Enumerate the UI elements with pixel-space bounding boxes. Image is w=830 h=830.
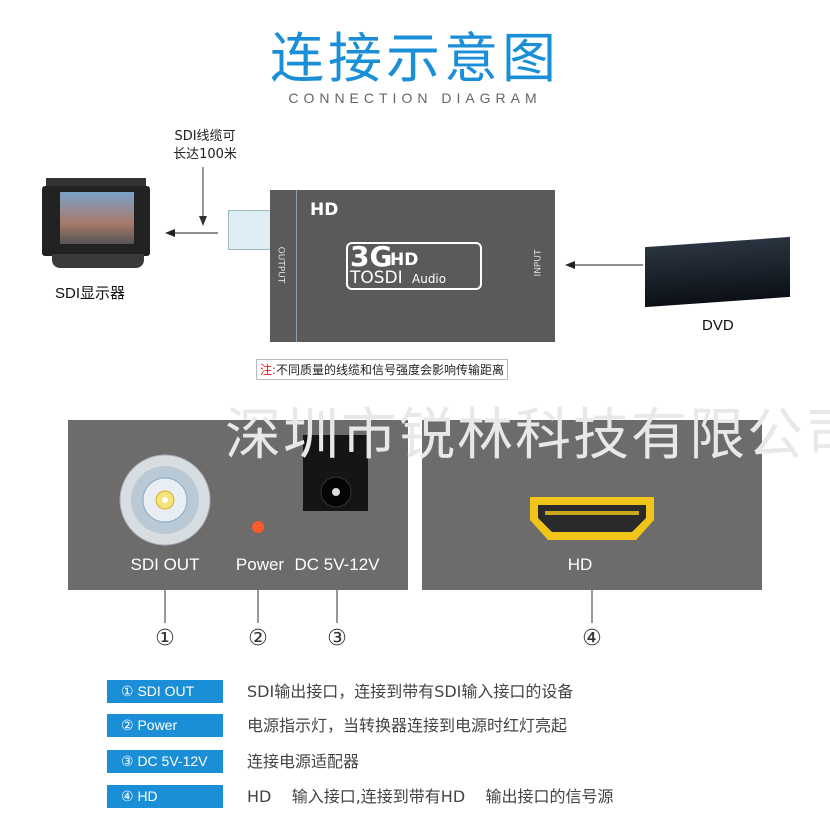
logo-audio: Audio [412, 272, 447, 286]
port-label-dc: DC 5V-12V [294, 555, 380, 574]
legend-desc: 连接电源适配器 [247, 752, 360, 771]
callout-number: ③ [327, 626, 347, 651]
dvd-label: DVD [702, 317, 734, 334]
logo-3g: 3G [350, 240, 393, 273]
sdi-monitor-image [42, 178, 152, 270]
page-subtitle: CONNECTION DIAGRAM [288, 90, 542, 106]
port-label-hd: HD [567, 555, 593, 574]
callout-number: ④ [582, 626, 602, 651]
bnc-port-icon [119, 454, 211, 546]
logo-hd: HD [390, 250, 419, 270]
power-led-icon [252, 521, 264, 533]
note-prefix: 注: [260, 363, 277, 377]
legend-tag: ① SDI OUT [107, 680, 223, 703]
cable-note-line: 长达100米 [173, 147, 237, 162]
monitor-label: SDI显示器 [55, 285, 126, 302]
callout-number: ① [155, 626, 175, 651]
converter-device: HD OUTPUT INPUT 3G HD TOSDI Audio [270, 190, 555, 342]
logo-tosdi: TOSDI [350, 268, 403, 288]
legend-desc: 电源指示灯，当转换器连接到电源时红灯亮起 [247, 716, 568, 735]
legend-tag: ③ DC 5V-12V [107, 750, 223, 773]
callout-number: ② [248, 626, 268, 651]
legend-tag: ④ HD [107, 785, 223, 808]
device-brand: HD [310, 200, 339, 220]
cable-note-line: SDI线缆可 [174, 129, 236, 144]
hdmi-port-icon [530, 497, 654, 540]
cable-note: SDI线缆可 长达100米 [160, 128, 250, 164]
dc-jack-icon [303, 435, 368, 511]
input-arrowhead [565, 261, 575, 269]
port-label-sdi-out: SDI OUT [130, 555, 200, 574]
cable-pointer-arrowhead [199, 216, 207, 226]
note-box: 注:不同质量的线缆和信号强度会影响传输距离 [256, 359, 509, 380]
device-logo: 3G HD TOSDI Audio [346, 240, 482, 290]
bnc-connector-image [228, 210, 272, 250]
port-label-power: Power [235, 555, 285, 574]
legend-desc: HD 输入接口,连接到带有HD 输出接口的信号源 [247, 787, 614, 806]
legend-tag: ② Power [107, 714, 223, 737]
legend-desc: SDI输出接口，连接到带有SDI输入接口的设备 [247, 682, 574, 701]
page-title: 连接示意图 [270, 27, 560, 90]
note-text: 不同质量的线缆和信号强度会影响传输距离 [276, 363, 505, 377]
output-arrowhead [165, 229, 175, 237]
watermark: 深圳市锐林科技有限公司 [225, 403, 830, 468]
